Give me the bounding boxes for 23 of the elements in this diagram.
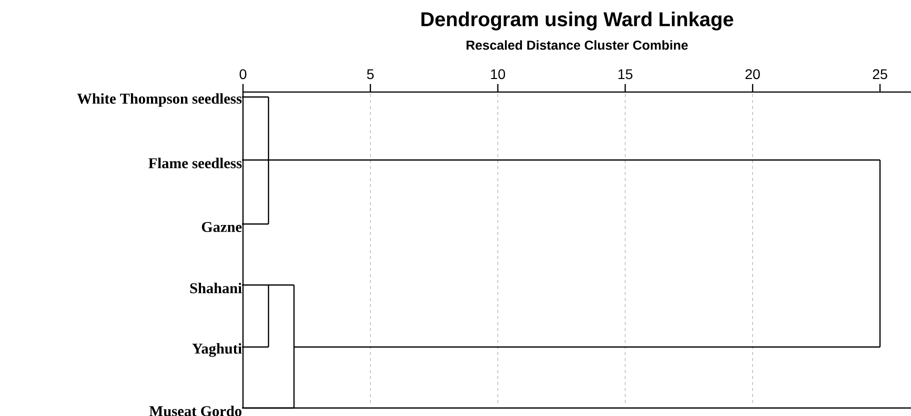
tick-label: 15 bbox=[618, 69, 632, 80]
leaf-label: Shahani bbox=[190, 282, 242, 294]
leaf-label: Yaghuti bbox=[192, 343, 242, 357]
leaf-label: White Thompson seedless bbox=[77, 93, 242, 107]
tick-label: 0 bbox=[240, 69, 246, 80]
branch-line bbox=[242, 96, 268, 98]
branch-line bbox=[242, 346, 268, 348]
branch-line bbox=[294, 346, 880, 348]
axis-title: Rescaled Distance Cluster Combine bbox=[466, 40, 688, 50]
chart-title: Dendrogram using Ward Linkage bbox=[421, 12, 734, 30]
branch-line bbox=[242, 284, 268, 286]
branch-line bbox=[242, 407, 294, 409]
tick-label: 5 bbox=[367, 69, 374, 80]
branch-line bbox=[268, 284, 294, 286]
branch-line bbox=[242, 159, 268, 161]
leaf-label: Museat Gordo bbox=[149, 406, 242, 416]
branch-line bbox=[268, 159, 880, 161]
tick-label: 25 bbox=[872, 69, 888, 80]
leaf-label: Flame seedless bbox=[148, 158, 242, 168]
tick-label: 10 bbox=[491, 69, 506, 80]
branch-line bbox=[242, 223, 268, 225]
leaf-label: Gazne bbox=[202, 222, 242, 232]
tick-label: 20 bbox=[746, 69, 760, 80]
